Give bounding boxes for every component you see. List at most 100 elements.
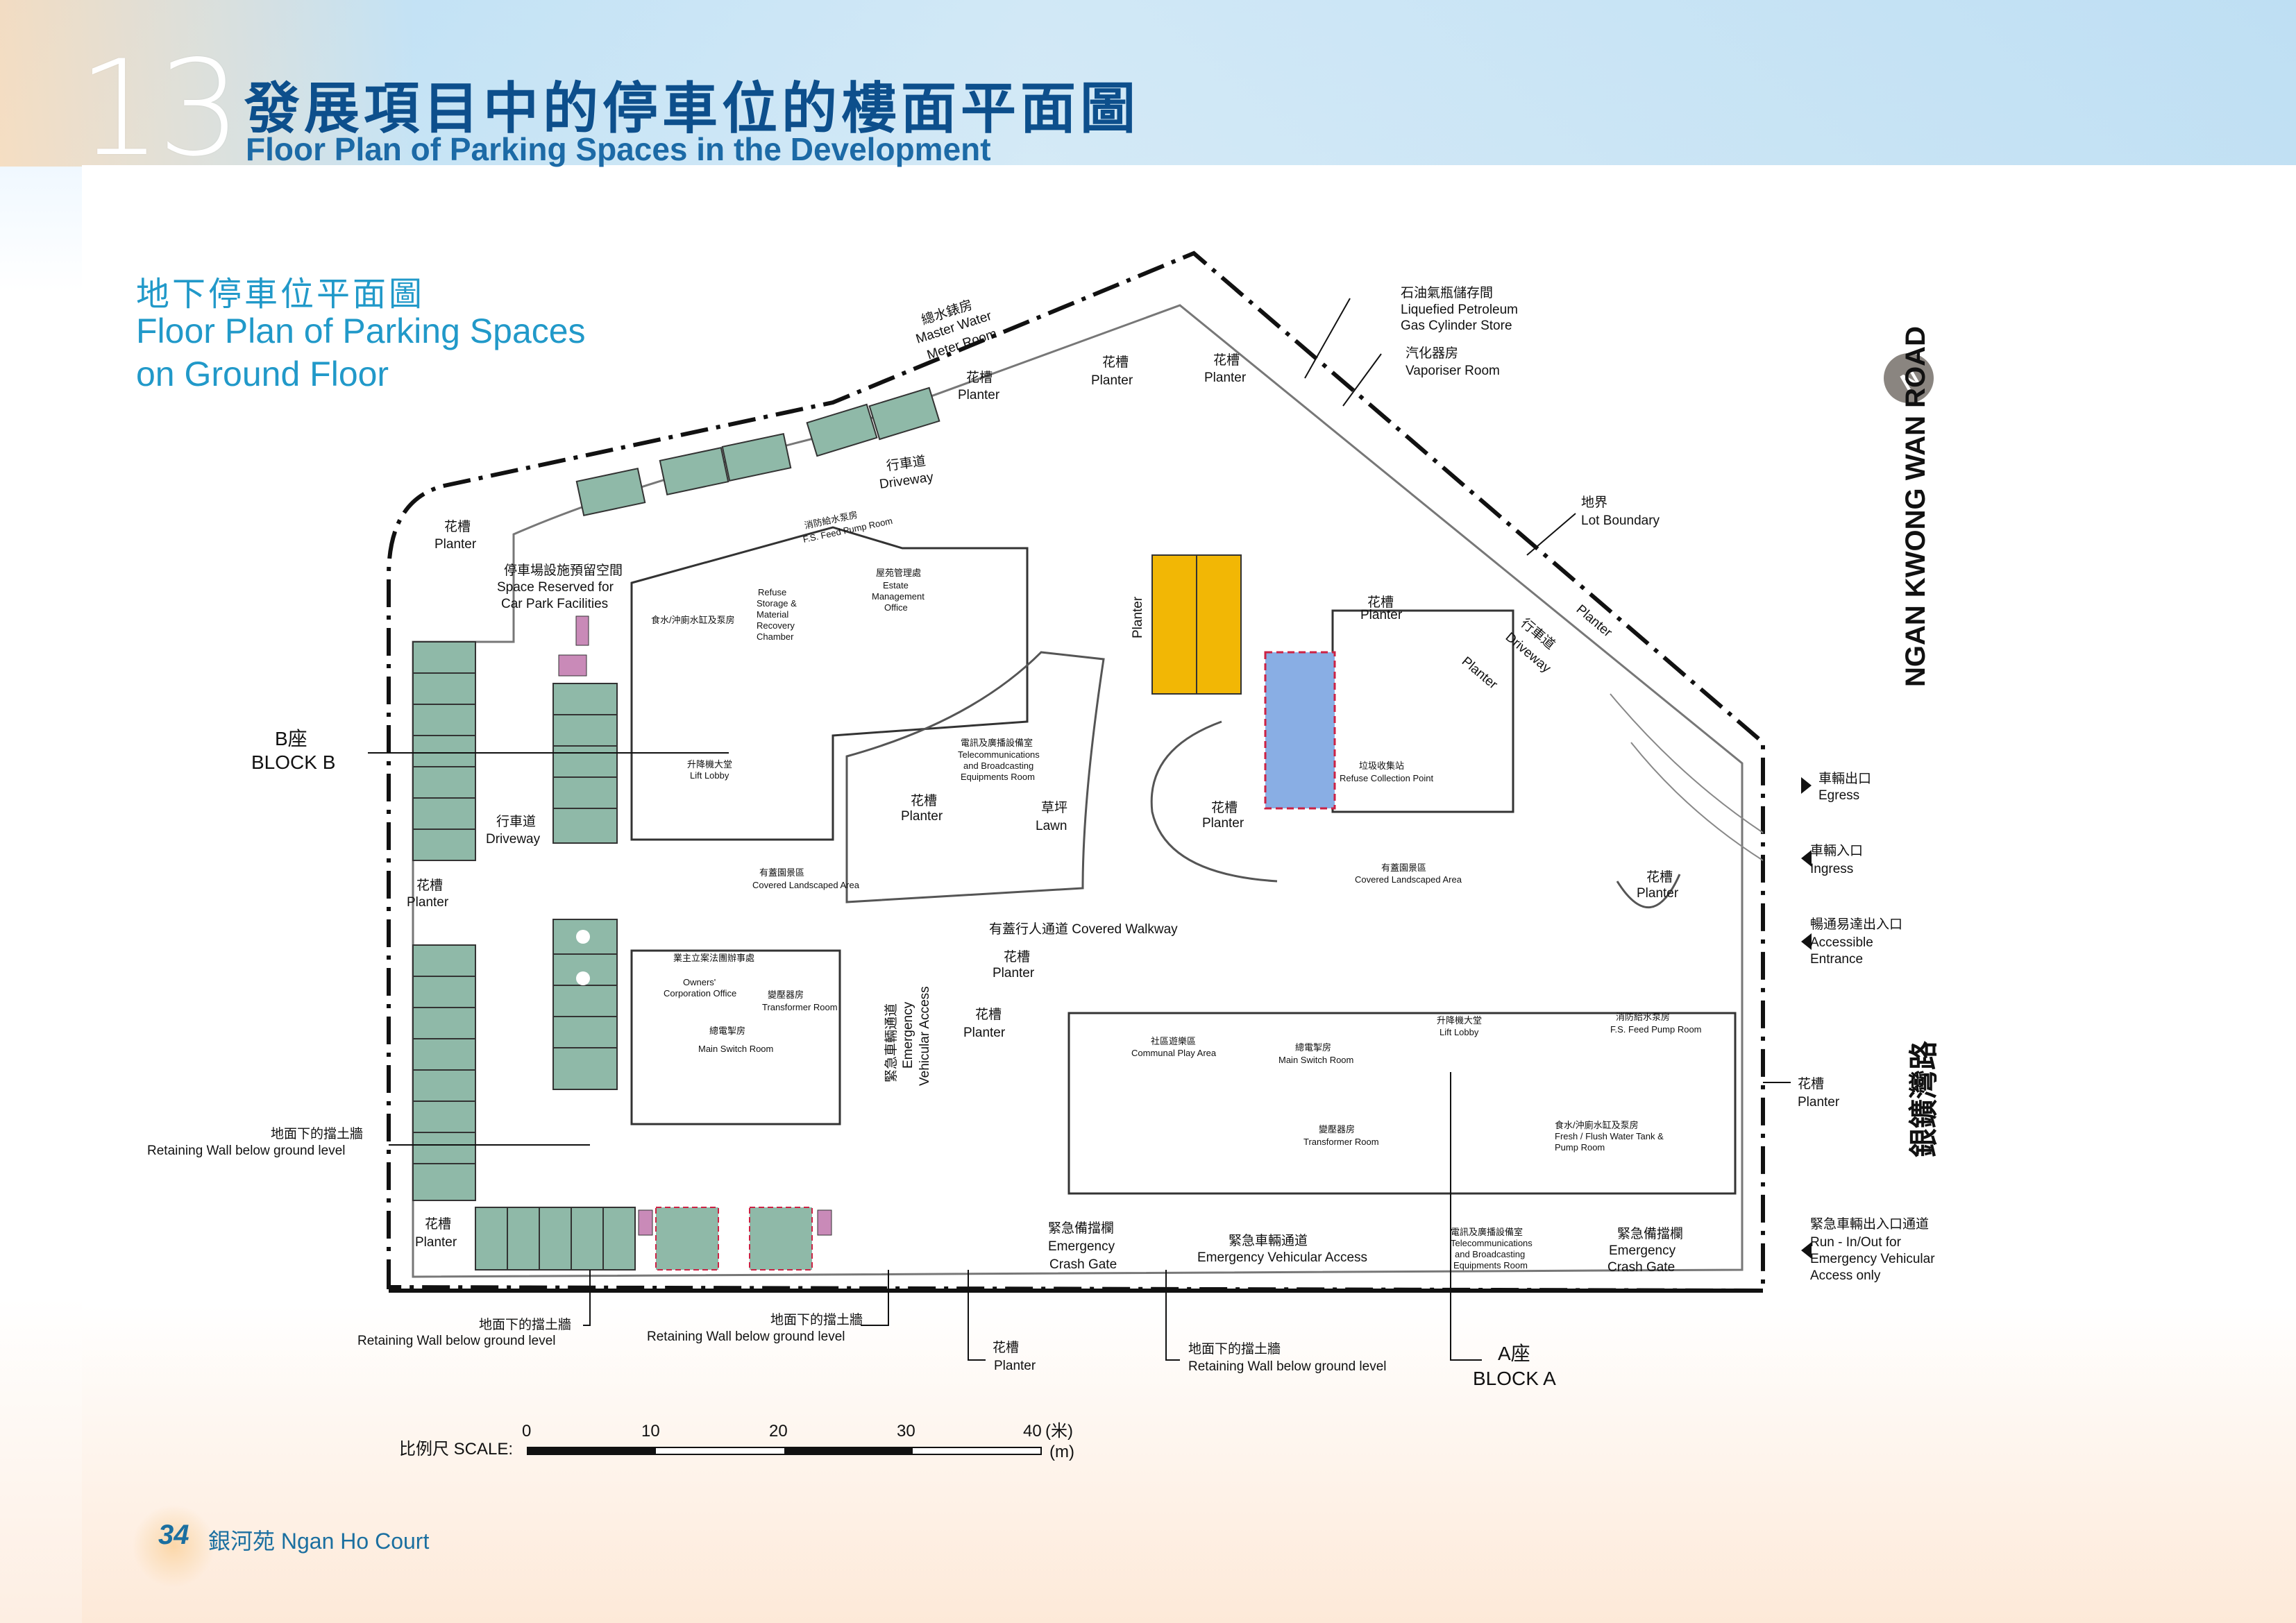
planter-label-zh: 花槽 bbox=[975, 1007, 1002, 1022]
lift-lobby-label-zh: 升降機大堂 bbox=[687, 759, 732, 770]
block-a-label-zh: A座 bbox=[1498, 1343, 1530, 1364]
driveway-label-zh: 行車道 bbox=[886, 453, 927, 474]
accessible-entrance-label-zh: 暢通易達出入口 bbox=[1810, 917, 1902, 932]
plan-subtitle-en-2: on Ground Floor bbox=[136, 355, 389, 393]
parking-top bbox=[575, 386, 940, 516]
fresh-water-label-en-1: Fresh / Flush Water Tank & bbox=[1555, 1131, 1664, 1141]
retaining-wall-label-en: Retaining Wall below ground level bbox=[147, 1144, 346, 1158]
planter-label-en: Planter bbox=[1637, 886, 1679, 901]
planter-label-en: Planter bbox=[994, 1359, 1036, 1373]
planter-label-zh: 花槽 bbox=[1213, 352, 1240, 368]
covered-landscaped-label-zh: 有蓋園景區 bbox=[759, 867, 804, 878]
block-b-label-en: BLOCK B bbox=[251, 751, 335, 773]
refuse-collection-label-en: Refuse Collection Point bbox=[1340, 773, 1434, 783]
covered-landscaped-label-zh: 有蓋園景區 bbox=[1381, 863, 1426, 873]
planter-label-zh: 花槽 bbox=[966, 370, 993, 385]
scale-tick: 30 bbox=[897, 1422, 915, 1441]
retaining-wall-label-zh: 地面下的擋土牆 bbox=[479, 1317, 571, 1332]
telecom-label-en-2: and Broadcasting bbox=[963, 760, 1033, 771]
parking-space bbox=[552, 919, 618, 1090]
page-title-zh: 發展項目中的停車位的樓面平面圖 bbox=[244, 78, 1140, 139]
main-switch-label-en: Main Switch Room bbox=[698, 1044, 773, 1054]
planter-label-zh: 花槽 bbox=[425, 1216, 451, 1232]
refuse-storage-label-en-1: Refuse bbox=[758, 587, 786, 597]
lot-boundary-label-en: Lot Boundary bbox=[1581, 513, 1660, 528]
crash-gate-label-en-2: Crash Gate bbox=[1607, 1260, 1675, 1275]
covered-landscaped-label-en: Covered Landscaped Area bbox=[1355, 874, 1462, 885]
planter-label-en: Planter bbox=[1202, 816, 1244, 831]
lpg-label-zh: 石油氣瓶儲存間 bbox=[1401, 285, 1493, 300]
planter-label-en: Planter bbox=[993, 966, 1035, 980]
lawn-outline bbox=[845, 651, 1105, 903]
footer-background bbox=[82, 1305, 2296, 1623]
section-number: 13 bbox=[78, 32, 242, 185]
estate-office-label-en-1: Estate bbox=[883, 580, 909, 590]
road-label-zh: 銀鑛灣路 bbox=[1907, 1040, 1940, 1157]
lift-lobby-label-en: Lift Lobby bbox=[690, 770, 729, 781]
parking-space bbox=[475, 1207, 636, 1271]
retaining-wall-label-zh: 地面下的擋土牆 bbox=[271, 1126, 363, 1141]
telecom-label-en-3: Equipments Room bbox=[961, 772, 1035, 782]
covered-landscaped-label-en: Covered Landscaped Area bbox=[752, 880, 860, 890]
planter-arc-2 bbox=[1616, 874, 1681, 909]
inner-blocks bbox=[630, 526, 1029, 841]
planter-label-en: Planter bbox=[1131, 596, 1145, 638]
egress-label-en: Egress bbox=[1818, 788, 1859, 803]
scale-bar bbox=[527, 1447, 1042, 1455]
transformer-label-zh: 變壓器房 bbox=[768, 989, 804, 1000]
lawn-label-zh: 草坪 bbox=[1041, 800, 1067, 815]
lawn-label-en: Lawn bbox=[1036, 819, 1067, 833]
lot-boundary-line bbox=[387, 250, 1765, 1293]
lpg-label-en-1: Liquefied Petroleum bbox=[1401, 303, 1518, 317]
parking-space bbox=[749, 1207, 813, 1271]
scale-tick: 10 bbox=[641, 1422, 660, 1441]
refuse-collection-area bbox=[1264, 651, 1336, 810]
fs-feed-label-zh: 消防給水泵房 bbox=[1616, 1012, 1670, 1022]
page-number: 34 bbox=[158, 1520, 189, 1550]
parking-dividers bbox=[413, 672, 617, 1270]
planter-label-en: Planter bbox=[1204, 371, 1247, 385]
fresh-water-label-zh: 食水/沖廁水缸及泵房 bbox=[651, 615, 735, 625]
reserved-label-en-2: Car Park Facilities bbox=[501, 597, 608, 611]
run-in-label-zh: 緊急車輛出入口通道 bbox=[1810, 1216, 1929, 1232]
block-a-rooms bbox=[1067, 1012, 1737, 1195]
driveway-label-zh: 行車道 bbox=[496, 814, 536, 829]
crash-gate-label-zh: 緊急備擋欄 bbox=[1048, 1221, 1114, 1236]
retaining-wall-label-zh: 地面下的擋土牆 bbox=[770, 1312, 863, 1327]
page-number-badge bbox=[132, 1504, 215, 1588]
crash-gate-label-en-1: Emergency bbox=[1609, 1243, 1676, 1258]
telecom-label-en-1: Telecommunications bbox=[958, 749, 1040, 760]
transformer-label-zh: 變壓器房 bbox=[1319, 1124, 1355, 1135]
scale-tick: 40 bbox=[1023, 1422, 1042, 1441]
run-in-label-en-1: Run - In/Out for bbox=[1810, 1235, 1902, 1250]
planter-label-en: Planter bbox=[407, 895, 449, 910]
accessible-entrance-label-en-2: Entrance bbox=[1810, 952, 1863, 967]
planter-label-en: Planter bbox=[963, 1026, 1006, 1040]
planter-label-en: Planter bbox=[1573, 602, 1615, 640]
emergency-access-label-en-1: Emergency bbox=[901, 1001, 915, 1069]
ingress-label-zh: 車輛入口 bbox=[1810, 843, 1863, 858]
planter-label-en: Planter bbox=[1360, 608, 1403, 622]
parking-space bbox=[575, 468, 646, 516]
parking-space bbox=[721, 433, 792, 482]
crash-gate-label-en-1: Emergency bbox=[1048, 1239, 1115, 1254]
north-arrow-icon bbox=[1884, 353, 1934, 403]
egress-curve bbox=[1610, 693, 1764, 833]
planter-label-zh: 花槽 bbox=[1367, 595, 1394, 610]
fresh-water-label-zh: 食水/沖廁水缸及泵房 bbox=[1555, 1120, 1639, 1130]
accessible-parking-icon bbox=[576, 930, 590, 985]
estate-office-label-en-3: Office bbox=[884, 602, 908, 613]
telecom-label-zh: 電訊及廣播設備室 bbox=[961, 738, 1033, 748]
planter-label-zh: 花槽 bbox=[1798, 1076, 1824, 1091]
planter-label-en: Planter bbox=[415, 1235, 457, 1250]
road-label-en: NGAN KWONG WAN ROAD bbox=[1900, 326, 1931, 687]
egress-curve-2 bbox=[1630, 742, 1764, 861]
retaining-wall-label-zh: 地面下的擋土牆 bbox=[1188, 1341, 1281, 1357]
planter-label-en: Planter bbox=[434, 537, 477, 552]
reserved-label-zh: 停車場設施預留空間 bbox=[504, 563, 623, 578]
parking-space bbox=[655, 1207, 719, 1271]
transformer-label-en: Transformer Room bbox=[1303, 1137, 1379, 1147]
planter-label-zh: 花槽 bbox=[993, 1340, 1019, 1355]
communal-play-label-en: Communal Play Area bbox=[1131, 1048, 1217, 1058]
